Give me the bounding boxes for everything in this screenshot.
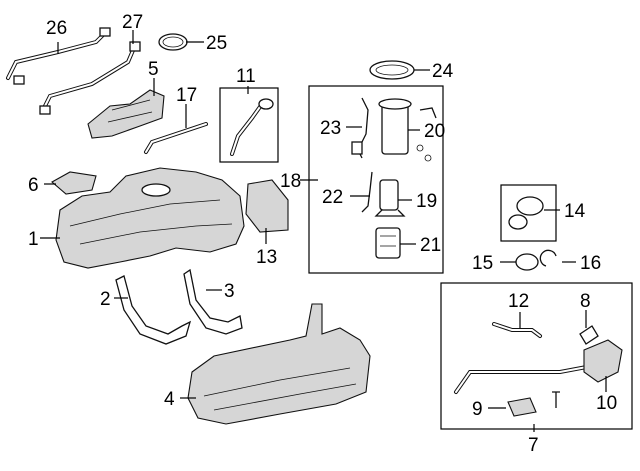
part-24-lock-ring (369, 60, 415, 80)
leader-lines (40, 30, 607, 432)
box-7-group (440, 282, 633, 430)
callout-21: 21 (420, 235, 441, 256)
callout-10: 10 (596, 393, 617, 414)
callout-9: 9 (472, 399, 483, 420)
callout-20: 20 (424, 121, 445, 142)
part-19-fuel-pump (374, 179, 406, 217)
callout-26: 26 (46, 18, 67, 39)
box-14-group (500, 184, 557, 242)
callout-16: 16 (580, 253, 601, 274)
part-20-pump-module (378, 98, 437, 162)
part-9-bolt (552, 391, 560, 408)
callout-18: 18 (280, 171, 301, 192)
callout-25: 25 (206, 33, 227, 54)
part-1-fuel-tank (55, 167, 245, 269)
callout-3: 3 (224, 281, 235, 302)
callout-12: 12 (508, 291, 529, 312)
callout-22: 22 (322, 187, 343, 208)
callout-7: 7 (528, 435, 539, 456)
part-13-protector (245, 179, 289, 233)
part-2-strap (115, 275, 192, 345)
part-3-strap (183, 268, 243, 335)
callout-1: 1 (28, 229, 39, 250)
callout-14: 14 (564, 201, 586, 222)
part-10-filler-pipe (454, 339, 623, 394)
part-14-cap (508, 196, 544, 230)
callout-5: 5 (148, 59, 159, 80)
callout-11: 11 (236, 66, 256, 87)
callout-23: 23 (320, 118, 341, 139)
callout-19: 19 (416, 191, 437, 212)
part-21-strainer (375, 227, 401, 259)
callout-27: 27 (122, 12, 143, 33)
part-8-cap (579, 325, 599, 345)
callout-8: 8 (580, 291, 591, 312)
part-23-sender (351, 97, 369, 159)
part-16-clip (539, 249, 557, 267)
callout-17: 17 (176, 85, 197, 106)
callout-2: 2 (100, 289, 111, 310)
box-11-group (219, 87, 279, 163)
part-9-bracket (507, 397, 537, 417)
callout-6: 6 (28, 175, 39, 196)
part-17-rod (144, 122, 208, 154)
callout-15: 15 (472, 253, 493, 274)
part-6-bracket (51, 171, 97, 195)
part-4-skid-plate (187, 303, 371, 425)
part-15-grommet (515, 253, 539, 271)
callout-4: 4 (164, 389, 175, 410)
callout-13: 13 (256, 247, 277, 268)
part-27-vent-line (39, 41, 141, 115)
part-5-heat-shield (87, 89, 165, 139)
part-22-wire (361, 171, 373, 213)
callout-24: 24 (432, 61, 454, 82)
